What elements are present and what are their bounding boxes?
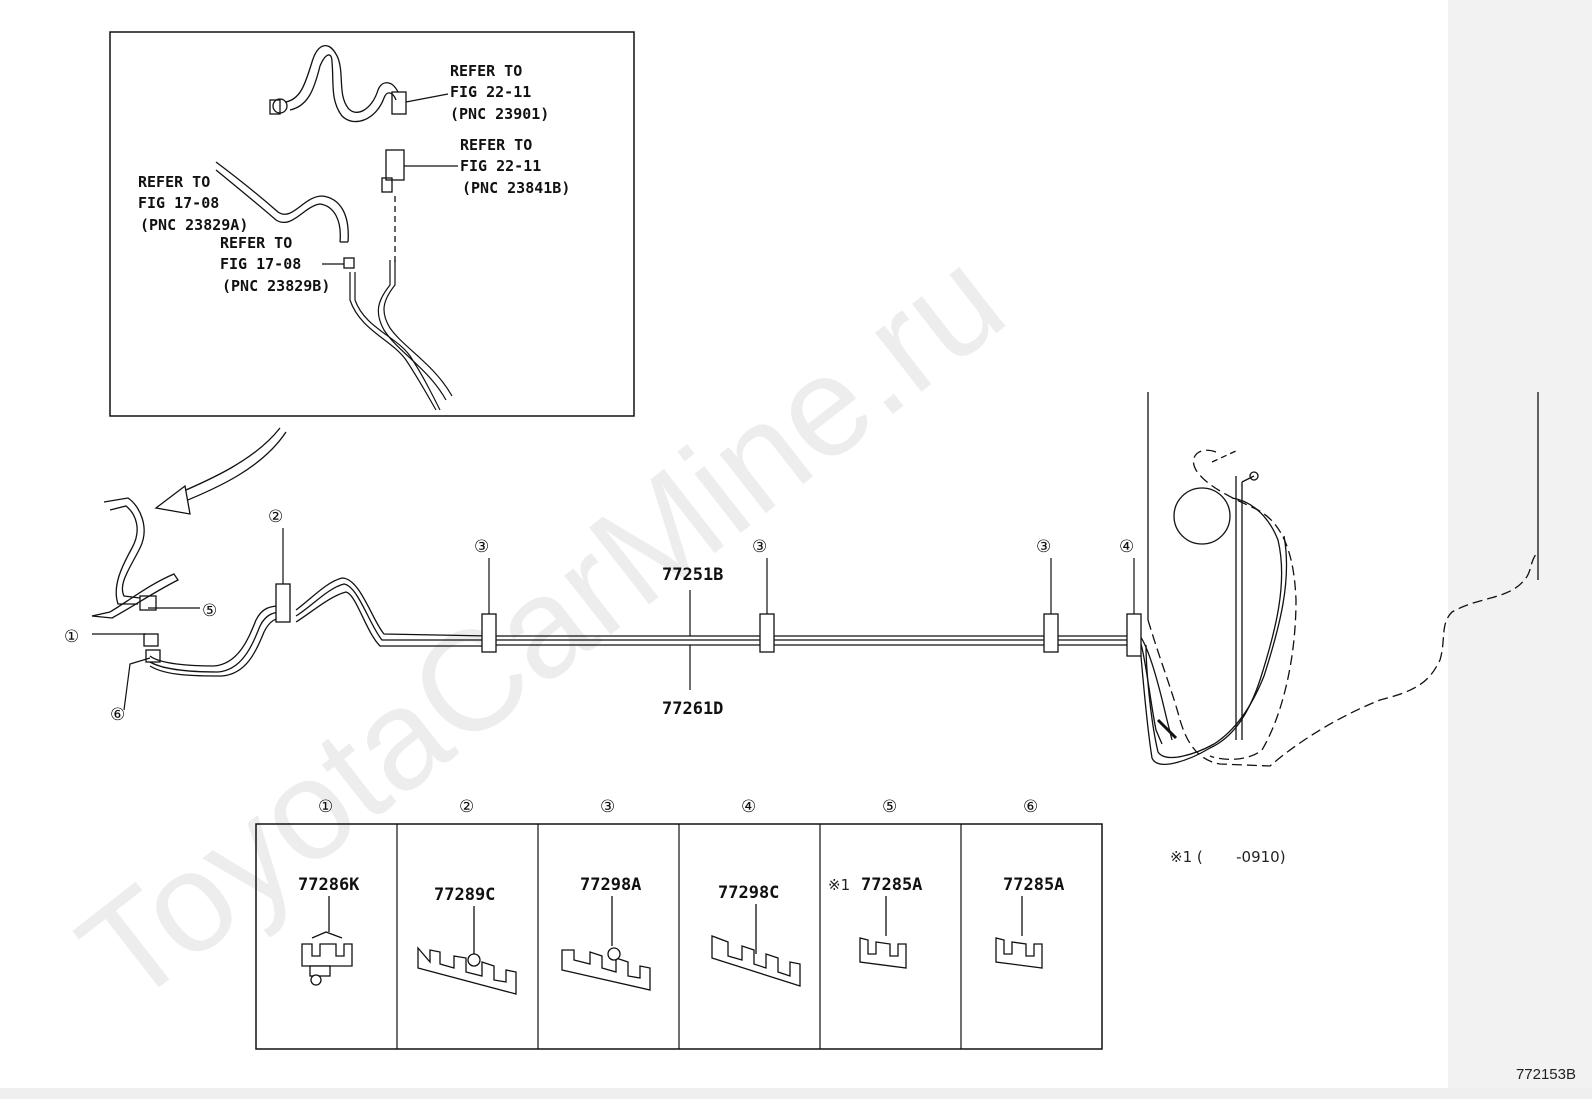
- table-header-3: ③: [600, 797, 615, 817]
- table-part-5: 77285A: [861, 875, 922, 895]
- curved-arrow: [154, 427, 287, 515]
- callout-2: ②: [268, 507, 283, 527]
- clamp-3-marker-c: [1043, 613, 1059, 653]
- clip-drawing-5: [859, 896, 907, 969]
- callout-3b: ③: [752, 537, 767, 557]
- table-part-2: 77289C: [434, 885, 495, 905]
- table-header-4: ④: [741, 797, 756, 817]
- table-header-2: ②: [459, 797, 474, 817]
- right-pipe-assembly: [1139, 471, 1288, 765]
- inset-top-hose: [269, 45, 449, 123]
- table-header-6: ⑥: [1023, 797, 1038, 817]
- callout-5: ⑤: [202, 601, 217, 621]
- part-label-lower: 77261D: [662, 699, 723, 719]
- ref-23829a: REFER TO FIG 17-08 (PNC 23829A): [138, 173, 248, 234]
- clip-drawing-3: [561, 896, 651, 991]
- callout-3c: ③: [1036, 537, 1051, 557]
- svg-text:REFER TO: REFER TO: [460, 136, 532, 154]
- inset-connector: [381, 149, 458, 262]
- ref-23901: REFER TO FIG 22-11 (PNC 23901): [450, 62, 549, 123]
- callout-1: ①: [64, 627, 79, 647]
- callout-6: ⑥: [110, 705, 125, 725]
- parts-table: [255, 823, 1103, 1050]
- clip-drawing-1: [301, 896, 353, 986]
- main-pipes: [490, 635, 1140, 646]
- svg-text:FIG 17-08: FIG 17-08: [138, 194, 219, 212]
- watermark: ToyotaCarMine.ru: [51, 219, 1032, 1034]
- ref-23841b: REFER TO FIG 22-11 (PNC 23841B): [460, 136, 570, 197]
- svg-text:(PNC 23829A): (PNC 23829A): [140, 216, 248, 234]
- svg-text:REFER TO: REFER TO: [138, 173, 210, 191]
- svg-text:FIG 17-08: FIG 17-08: [220, 255, 301, 273]
- clip-drawing-4: [711, 904, 801, 987]
- figure-code: 772153B: [1515, 1066, 1576, 1083]
- clip-drawing-2: [417, 906, 517, 995]
- svg-text:(PNC 23901): (PNC 23901): [450, 105, 549, 123]
- part-label-upper: 77251B: [662, 565, 723, 585]
- table-part-3: 77298A: [580, 875, 641, 895]
- table-mark-5: ※1: [828, 876, 850, 894]
- svg-text:REFER TO: REFER TO: [220, 234, 292, 252]
- clamp-2-marker: [275, 583, 291, 623]
- sidebar-panel: [1448, 0, 1592, 1099]
- svg-text:FIG 22-11: FIG 22-11: [450, 83, 531, 101]
- callout-3a: ③: [474, 537, 489, 557]
- clamp-4-marker: [1126, 613, 1142, 657]
- inset-hose-b: [322, 257, 355, 269]
- clamp-3-marker-a: [481, 613, 497, 653]
- svg-text:REFER TO: REFER TO: [450, 62, 522, 80]
- footnote: ※1 ( -0910): [1170, 848, 1286, 866]
- inset-hose-a: [215, 161, 349, 243]
- ref-23829b: REFER TO FIG 17-08 (PNC 23829B): [220, 234, 330, 295]
- svg-text:(PNC 23841B): (PNC 23841B): [462, 179, 570, 197]
- table-part-1: 77286K: [298, 875, 360, 895]
- clip-drawing-6: [995, 896, 1043, 969]
- callout-leaders: [92, 528, 1135, 711]
- callout-4: ④: [1119, 537, 1134, 557]
- table-header-1: ①: [318, 797, 333, 817]
- svg-text:FIG 22-11: FIG 22-11: [460, 157, 541, 175]
- bottom-strip: [0, 1088, 1592, 1099]
- inset-box: [109, 31, 635, 417]
- clamp-3-marker-b: [759, 613, 775, 653]
- table-header-5: ⑤: [882, 797, 897, 817]
- table-part-6: 77285A: [1003, 875, 1064, 895]
- left-pipe-assembly: [91, 497, 491, 677]
- svg-text:(PNC 23829B): (PNC 23829B): [222, 277, 330, 295]
- table-part-4: 77298C: [718, 883, 779, 903]
- body-outline: [1147, 392, 1539, 767]
- inset-pipes: [349, 260, 453, 411]
